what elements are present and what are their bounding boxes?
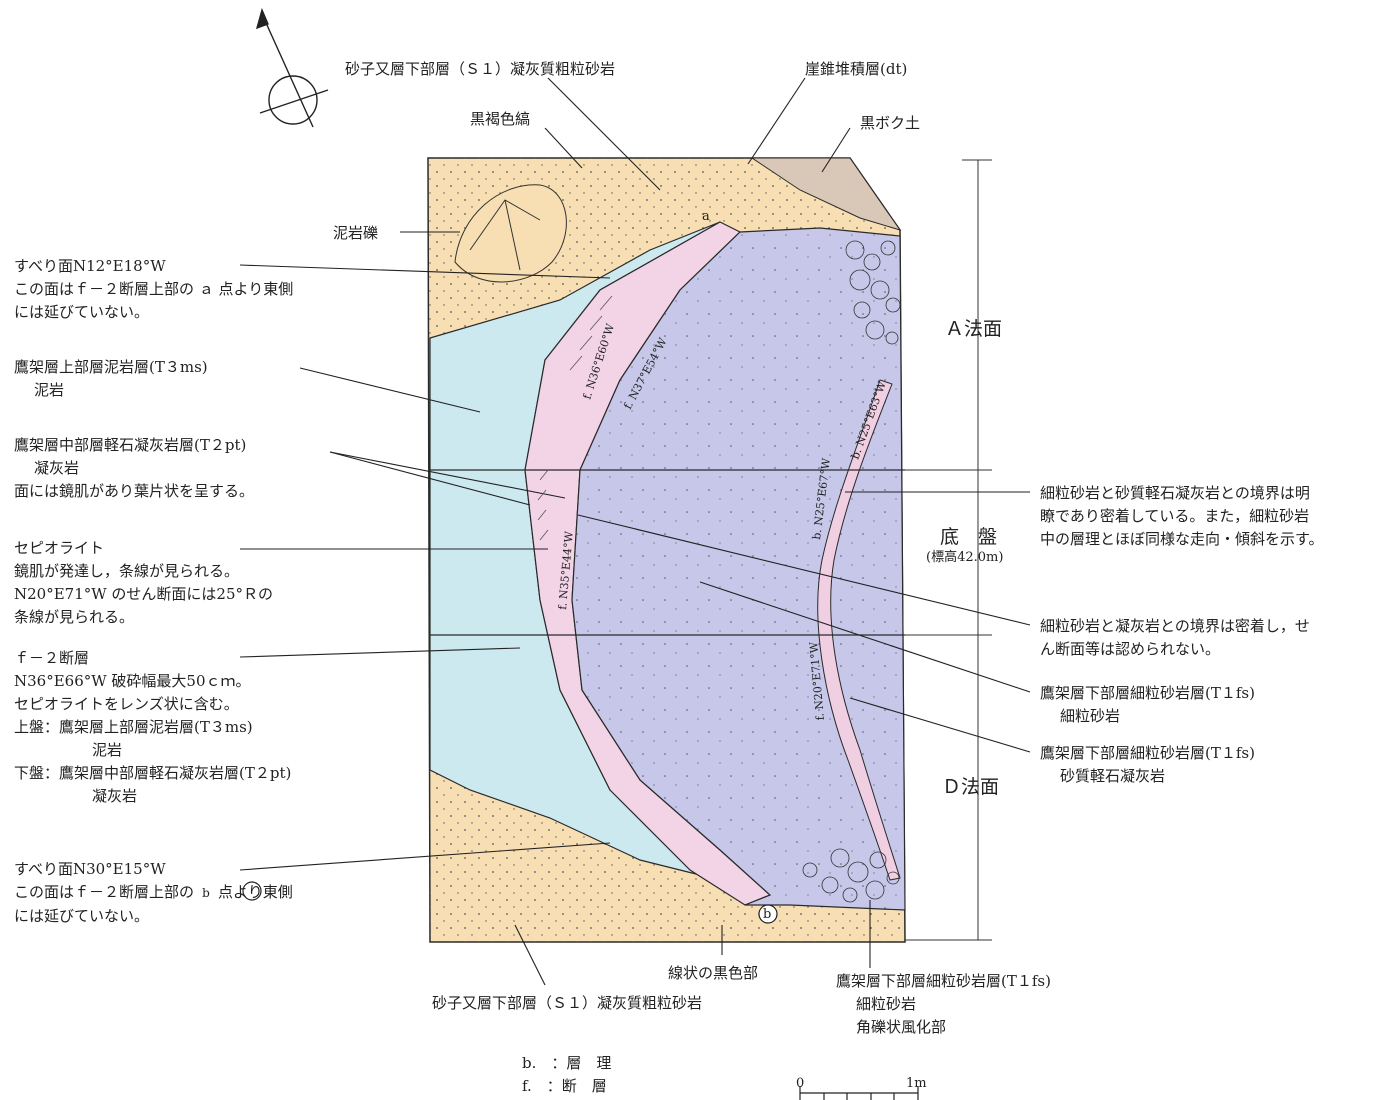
- label-t3ms: 鷹架層上部層泥岩層(T３ms) 泥岩: [14, 358, 208, 399]
- bench-lines: [430, 469, 905, 636]
- label-deiganreki: 泥岩礫: [333, 224, 379, 242]
- point-b-marker: [758, 904, 778, 924]
- label-d-hou: Ｄ法面: [942, 776, 1000, 798]
- label-boundary-2: 細粒砂岩と凝灰岩との境界は密着し，せ ん断面等は認められない。: [1040, 617, 1310, 658]
- label-sepiolite: セピオライト 鏡肌が発達し，条線が見られる。 N20°E71°W のせん断面には…: [14, 539, 274, 626]
- label-boundary-1: 細粒砂岩と砂質軽石凝灰岩との境界は明 瞭であり密着している。また，細粒砂岩 中の…: [1040, 484, 1324, 548]
- label-dt: 崖錐堆積層(dt): [805, 60, 908, 78]
- label-elevation: (標高42.0m): [926, 550, 1004, 565]
- label-kuroboku: 黒ボク土: [860, 114, 921, 132]
- height-scale: [905, 159, 992, 941]
- label-t2pt: 鷹架層中部層軽石凝灰岩層(T２pt) 凝灰岩 面には鏡肌があり葉片状を呈する。: [14, 436, 255, 500]
- label-s1-top: 砂子又層下部層（Ｓ１）凝灰質粗粒砂岩: [345, 60, 616, 78]
- label-suberi-1: すべり面N12°E18°W この面はｆ－２断層上部の ａ 点より東側 には延びて…: [14, 257, 294, 321]
- label-kurokasshoku: 黒褐色縞: [470, 110, 531, 128]
- label-t1fs-bottom: 鷹架層下部層細粒砂岩層(T１fs) 細粒砂岩 角礫状風化部: [836, 972, 1051, 1036]
- mudstone-clast: [454, 184, 567, 283]
- label-f2-fault: ｆ－２断層 N36°E66°W 破砕幅最大50ｃｍ。 セピオライトをレンズ状に含…: [14, 649, 292, 805]
- label-a-hou: Ａ法面: [945, 318, 1003, 340]
- label-t1fs-fine-sandstone: 鷹架層下部層細粒砂岩層(T１fs) 細粒砂岩: [1040, 684, 1255, 725]
- angular-weathering-zone: [802, 240, 901, 903]
- meter-scale-bar: [799, 1086, 919, 1100]
- label-t1fs-pumice-tuff: 鷹架層下部層細粒砂岩層(T１fs) 砂質軽石凝灰岩: [1040, 744, 1255, 785]
- north-arrow-icon: [255, 7, 329, 128]
- unit-kuroboku: [750, 157, 902, 231]
- unit-t1fs-pumice-band: [817, 379, 901, 881]
- point-b-inline-marker: [242, 881, 262, 901]
- legend-fault: f. ：断 層: [522, 1077, 607, 1095]
- scale-zero: 0: [796, 1076, 805, 1091]
- label-senjo: 線状の黒色部: [668, 964, 759, 982]
- label-point-b: b: [763, 907, 772, 922]
- scale-1m: 1m: [906, 1076, 927, 1091]
- label-point-a: a: [702, 209, 710, 224]
- leader-lines: [239, 77, 1031, 986]
- fault-breccia-hatch: [537, 295, 613, 541]
- label-s1-bottom: 砂子又層下部層（Ｓ１）凝灰質粗粒砂岩: [432, 994, 703, 1012]
- legend-bedding: b. ：層 理: [522, 1054, 612, 1072]
- label-teiban: 底 盤: [940, 526, 998, 548]
